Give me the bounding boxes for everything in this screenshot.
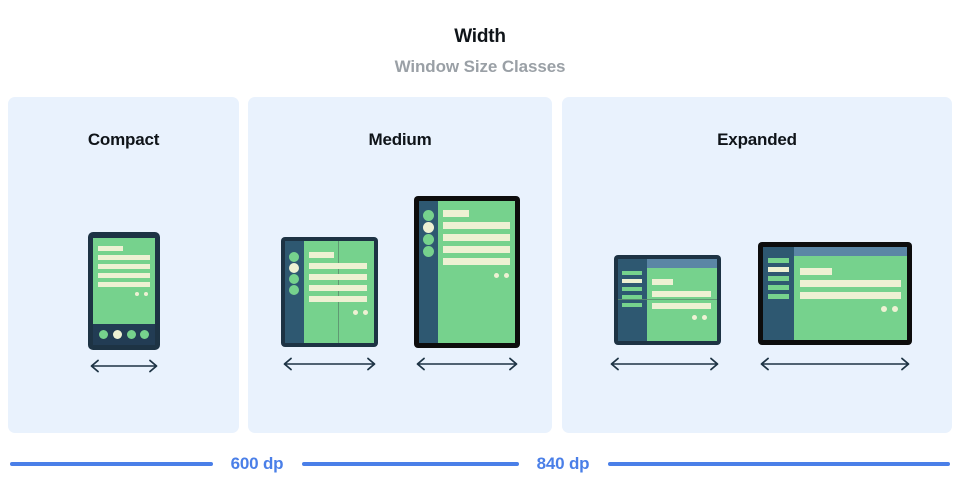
tablet-title-line: [443, 210, 469, 217]
device-phone-portrait: [88, 232, 160, 350]
tablet-rail-dot-active: [423, 222, 434, 233]
foldable-landscape-fab-dot: [702, 315, 707, 320]
foldable-landscape-rail-bar: [622, 295, 642, 299]
foldable-content: [304, 241, 374, 343]
phone-nav-dot-active: [113, 330, 122, 339]
device-foldable-portrait: [281, 237, 378, 347]
foldable-landscape-crease: [618, 299, 717, 300]
foldable-fab-dot: [363, 310, 368, 315]
foldable-landscape-title-line: [652, 279, 673, 285]
tablet-rail-dot: [423, 234, 434, 245]
foldable-rail-dot: [289, 274, 299, 284]
scale-rule-middle: [302, 462, 519, 466]
foldable-landscape-rail-bar: [622, 271, 642, 275]
foldable-landscape-rail-bar: [622, 287, 642, 291]
phone-screen: [93, 238, 155, 324]
column-label-medium: Medium: [368, 130, 432, 149]
phone-text-line: [98, 264, 150, 269]
foldable-rail-dot-active: [289, 263, 299, 273]
tablet-landscape-topbar: [794, 247, 907, 256]
foldable-fab-dot: [353, 310, 358, 315]
tablet-landscape-text-line: [800, 280, 901, 287]
phone-bottom-nav: [93, 324, 155, 345]
foldable-landscape-fab-dot: [692, 315, 697, 320]
width-arrow-compact: [88, 357, 160, 375]
scale-rule-right: [608, 462, 950, 466]
tablet-landscape-title-line: [800, 268, 832, 275]
tablet-fab-dot: [504, 273, 509, 278]
width-arrow-tablet-expanded: [758, 355, 912, 373]
column-compact: Compact: [8, 97, 239, 433]
width-arrow-foldable-expanded: [608, 355, 721, 373]
foldable-text-line: [309, 285, 367, 291]
foldable-text-line: [309, 274, 367, 280]
width-arrow-foldable-medium: [281, 355, 378, 373]
tablet-landscape-rail-bar: [768, 294, 789, 299]
compact-devices: [8, 157, 239, 433]
foldable-landscape-text-line: [652, 291, 711, 297]
phone-nav-dot: [127, 330, 136, 339]
foldable-landscape-text-line: [652, 303, 711, 309]
phone-fab-dot: [144, 292, 148, 296]
medium-devices: [248, 157, 552, 433]
column-expanded: Expanded: [562, 97, 952, 433]
expanded-devices: [562, 157, 952, 433]
tablet-landscape-fab-dot: [881, 306, 887, 312]
tablet-landscape-rail-bar: [768, 276, 789, 281]
device-tablet-landscape: [758, 242, 912, 345]
tablet-text-line: [443, 258, 510, 265]
phone-nav-dot: [99, 330, 108, 339]
tablet-fab-dot: [494, 273, 499, 278]
foldable-rail-dot: [289, 252, 299, 262]
tablet-landscape-rail-bar: [768, 258, 789, 263]
column-label-expanded: Expanded: [717, 130, 797, 149]
tablet-text-line: [443, 234, 510, 241]
phone-text-line: [98, 282, 150, 287]
device-foldable-landscape: [614, 255, 721, 345]
foldable-title-line: [309, 252, 334, 258]
phone-nav-dot: [140, 330, 149, 339]
foldable-text-line: [309, 296, 367, 302]
foldable-rail-dot: [289, 285, 299, 295]
tablet-rail-dot: [423, 246, 434, 257]
tablet-text-line: [443, 246, 510, 253]
page-title: Width: [454, 26, 506, 47]
foldable-landscape-topbar: [647, 259, 717, 268]
breakpoint-label-840: 840 dp: [536, 454, 590, 473]
breakpoint-scale: 600 dp 840 dp: [0, 449, 960, 479]
breakpoint-label-600: 600 dp: [230, 454, 284, 473]
foldable-crease: [338, 241, 339, 343]
tablet-landscape-fab-dot: [892, 306, 898, 312]
phone-text-line: [98, 273, 150, 278]
column-medium: Medium: [248, 97, 552, 433]
phone-title-line: [98, 246, 123, 251]
phone-text-line: [98, 255, 150, 260]
page-subtitle: Window Size Classes: [394, 57, 566, 76]
tablet-landscape-rail-bar: [768, 285, 789, 290]
scale-rule-left: [10, 462, 213, 466]
phone-fab-dot: [135, 292, 139, 296]
tablet-landscape-text-line: [800, 292, 901, 299]
header: Width Window Size Classes: [0, 0, 960, 77]
size-class-columns: Compact: [8, 97, 952, 433]
width-arrow-tablet-medium: [414, 355, 520, 373]
column-label-compact: Compact: [87, 130, 160, 149]
tablet-rail-dot: [423, 210, 434, 221]
tablet-landscape-rail-bar-active: [768, 267, 789, 272]
foldable-landscape-rail-bar: [622, 303, 642, 307]
tablet-text-line: [443, 222, 510, 229]
device-tablet-portrait: [414, 196, 520, 348]
foldable-text-line: [309, 263, 367, 269]
foldable-landscape-rail-bar-active: [622, 279, 642, 283]
